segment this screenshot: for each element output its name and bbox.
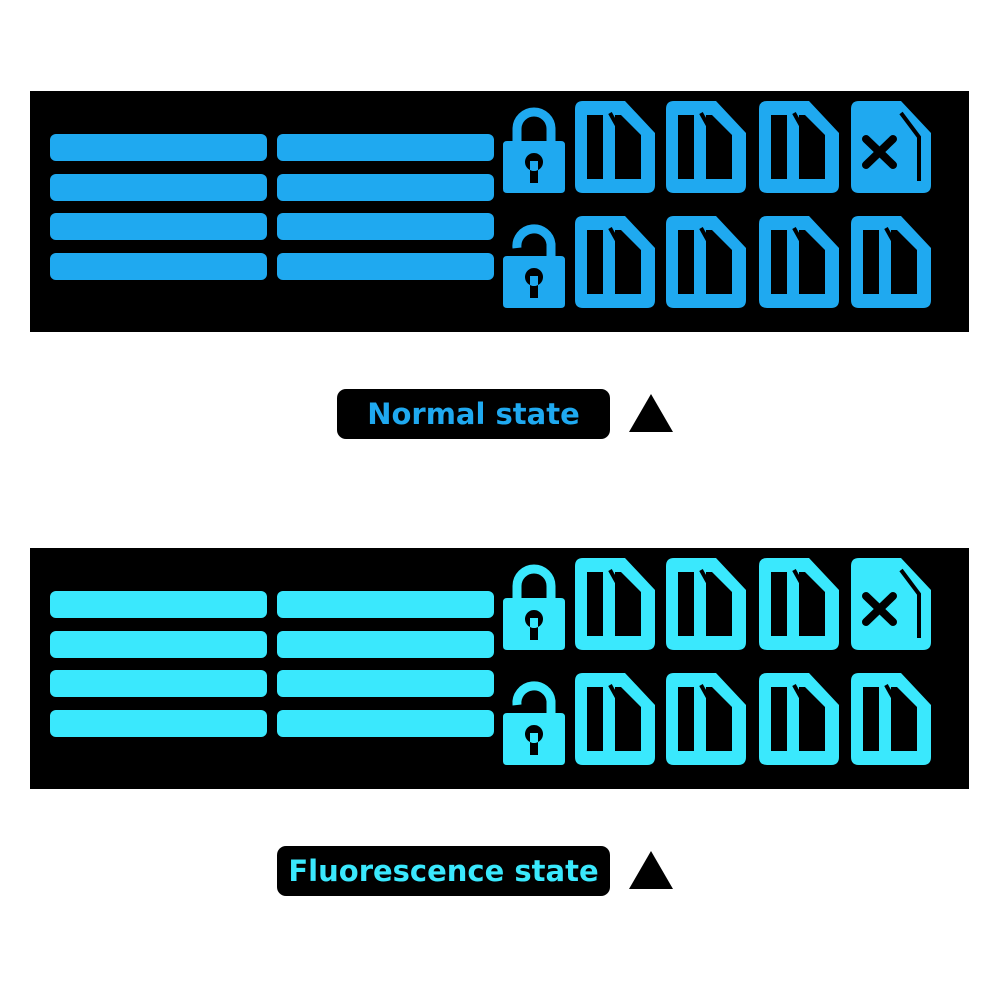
lock-closed-icon [503, 101, 565, 193]
bar-segment [277, 134, 494, 161]
sim-card-icon [759, 558, 839, 650]
bar-segment [50, 591, 267, 618]
sim-card-icon [851, 216, 931, 308]
sim-card-icon [666, 558, 746, 650]
bar-segment [277, 710, 494, 737]
sim-card-icon [759, 673, 839, 765]
bar-segment [277, 213, 494, 240]
sim-card-error-icon [851, 101, 931, 193]
lock-open-icon [503, 216, 565, 308]
triangle-up-icon [629, 851, 673, 889]
sim-card-icon [759, 216, 839, 308]
bar-segment [50, 631, 267, 658]
caption-fluorescence-state: Fluorescence state [277, 846, 610, 896]
bar-segment [277, 174, 494, 201]
lock-open-icon [503, 673, 565, 765]
caption-normal-state: Normal state [337, 389, 610, 439]
sim-card-error-icon [851, 558, 931, 650]
sim-card-icon [575, 558, 655, 650]
sim-card-icon [759, 101, 839, 193]
bar-segment [277, 591, 494, 618]
sim-card-icon [851, 673, 931, 765]
sim-card-icon [666, 216, 746, 308]
bar-segment [50, 253, 267, 280]
bar-segment [50, 174, 267, 201]
sim-card-icon [575, 673, 655, 765]
bar-segment [277, 253, 494, 280]
lock-closed-icon [503, 558, 565, 650]
bar-segment [277, 631, 494, 658]
bar-segment [50, 213, 267, 240]
sim-card-icon [666, 101, 746, 193]
sim-card-icon [666, 673, 746, 765]
sim-card-icon [575, 216, 655, 308]
bar-segment [277, 670, 494, 697]
triangle-up-icon [629, 394, 673, 432]
sim-card-icon [575, 101, 655, 193]
display-panel-normal [30, 91, 969, 332]
bar-segment [50, 134, 267, 161]
bar-segment [50, 710, 267, 737]
display-panel-fluorescence [30, 548, 969, 789]
bar-segment [50, 670, 267, 697]
